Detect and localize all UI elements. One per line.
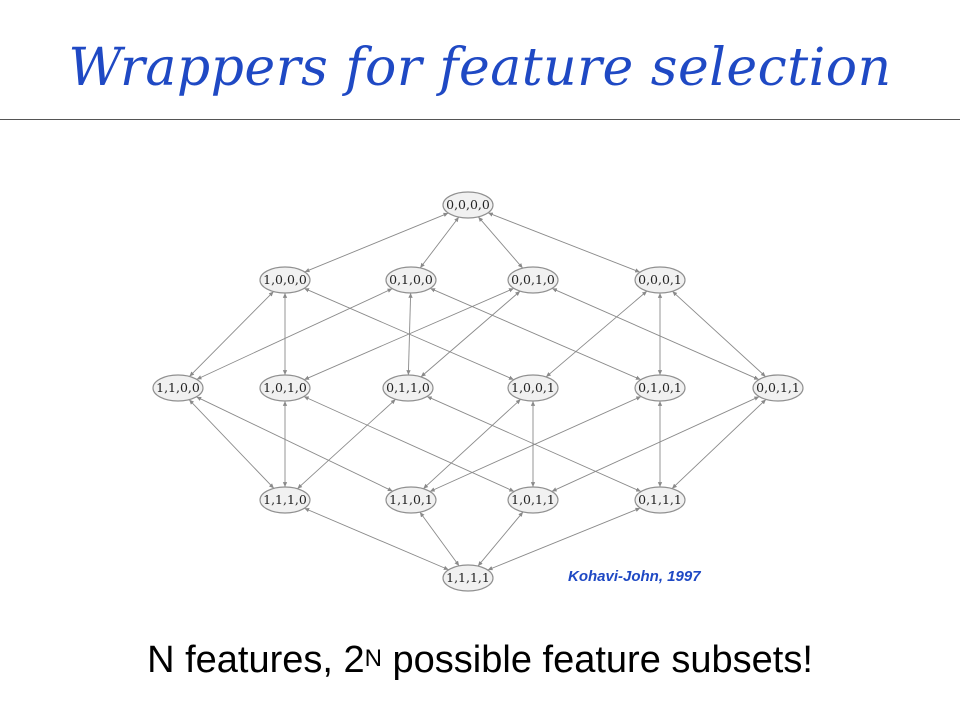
- lattice-node-shape: [259, 486, 311, 514]
- lattice-node: 1,1,1,1: [442, 564, 494, 592]
- lattice-edge: [423, 398, 521, 490]
- lattice-edge: [420, 290, 521, 378]
- lattice-node-shape: [442, 564, 494, 592]
- lattice-edge: [196, 288, 393, 380]
- lattice-node-shape: [507, 374, 559, 402]
- lattice-node-label: 0,1,1,0: [386, 380, 430, 395]
- lattice-node-shape: [634, 486, 686, 514]
- slide-title: Wrappers for feature selection: [68, 38, 892, 98]
- lattice-edge: [672, 290, 766, 378]
- lattice-edge: [188, 399, 275, 489]
- title-divider: [0, 119, 960, 120]
- lattice-node-label: 0,0,0,1: [638, 272, 682, 287]
- caption-superscript: N: [364, 645, 382, 672]
- lattice-node: 0,0,1,1: [752, 374, 804, 402]
- lattice-node-label: 0,1,1,1: [638, 492, 682, 507]
- lattice-node-shape: [259, 266, 311, 294]
- lattice-node-label: 1,1,0,1: [389, 492, 433, 507]
- lattice-edge: [304, 507, 449, 571]
- lattice-node-label: 1,0,0,0: [263, 272, 307, 287]
- lattice-edge: [487, 212, 641, 273]
- lattice-node-shape: [442, 191, 494, 219]
- lattice-node-label: 0,1,0,1: [638, 380, 682, 395]
- lattice-node: 1,1,0,0: [152, 374, 204, 402]
- lattice-edge: [297, 398, 396, 490]
- lattice-node: 0,1,1,1: [634, 486, 686, 514]
- lattice-node-shape: [634, 374, 686, 402]
- lattice-node: 1,0,1,1: [507, 486, 559, 514]
- lattice-node: 0,0,0,0: [442, 191, 494, 219]
- lattice-node-shape: [752, 374, 804, 402]
- lattice-node: 1,0,0,1: [507, 374, 559, 402]
- lattice-node-label: 1,0,0,1: [511, 380, 555, 395]
- lattice-edge: [551, 396, 760, 492]
- lattice-edge: [671, 399, 767, 489]
- lattice-edge: [303, 396, 515, 492]
- lattice-node-shape: [507, 266, 559, 294]
- caption: N features, 2N possible feature subsets!: [0, 628, 960, 697]
- lattice-node-shape: [634, 266, 686, 294]
- lattice-edge: [545, 290, 648, 378]
- lattice-edge: [304, 212, 449, 273]
- lattice-edge: [487, 507, 641, 571]
- lattice-edge: [196, 396, 393, 492]
- lattice-node: 0,0,0,1: [634, 266, 686, 294]
- lattice-node: 1,1,1,0: [259, 486, 311, 514]
- lattice-node-shape: [259, 374, 311, 402]
- lattice-node-label: 1,1,0,0: [156, 380, 200, 395]
- lattice-node-label: 1,1,1,1: [446, 570, 490, 585]
- lattice-edge: [419, 216, 460, 269]
- lattice-edge: [551, 287, 760, 381]
- lattice-edge: [189, 291, 274, 377]
- lattice-node-label: 0,0,0,0: [446, 197, 490, 212]
- lattice-node: 0,0,1,0: [507, 266, 559, 294]
- citation: Kohavi-John, 1997: [568, 568, 701, 585]
- lattice-node: 0,1,1,0: [382, 374, 434, 402]
- lattice-node: 1,1,0,1: [385, 486, 437, 514]
- lattice-edge: [477, 216, 524, 269]
- lattice-node-shape: [382, 374, 434, 402]
- lattice-node-label: 0,0,1,1: [756, 380, 800, 395]
- lattice-node-label: 1,1,1,0: [263, 492, 307, 507]
- lattice-node-label: 1,0,1,0: [263, 380, 307, 395]
- lattice-node: 1,0,0,0: [259, 266, 311, 294]
- lattice-node-shape: [152, 374, 204, 402]
- lattice-node-label: 1,0,1,1: [511, 492, 555, 507]
- lattice-node-label: 0,0,1,0: [511, 272, 555, 287]
- caption-text-end: possible feature subsets!: [381, 639, 813, 681]
- lattice-edge: [419, 511, 460, 567]
- lattice-node: 0,1,0,0: [385, 266, 437, 294]
- caption-text: N features, 2: [147, 639, 365, 681]
- lattice-edge: [430, 287, 641, 381]
- lattice-node-shape: [385, 486, 437, 514]
- lattice-node-label: 0,1,0,0: [389, 272, 433, 287]
- lattice-node-shape: [385, 266, 437, 294]
- lattice-node: 1,0,1,0: [259, 374, 311, 402]
- lattice-node-shape: [507, 486, 559, 514]
- lattice-node: 0,1,0,1: [634, 374, 686, 402]
